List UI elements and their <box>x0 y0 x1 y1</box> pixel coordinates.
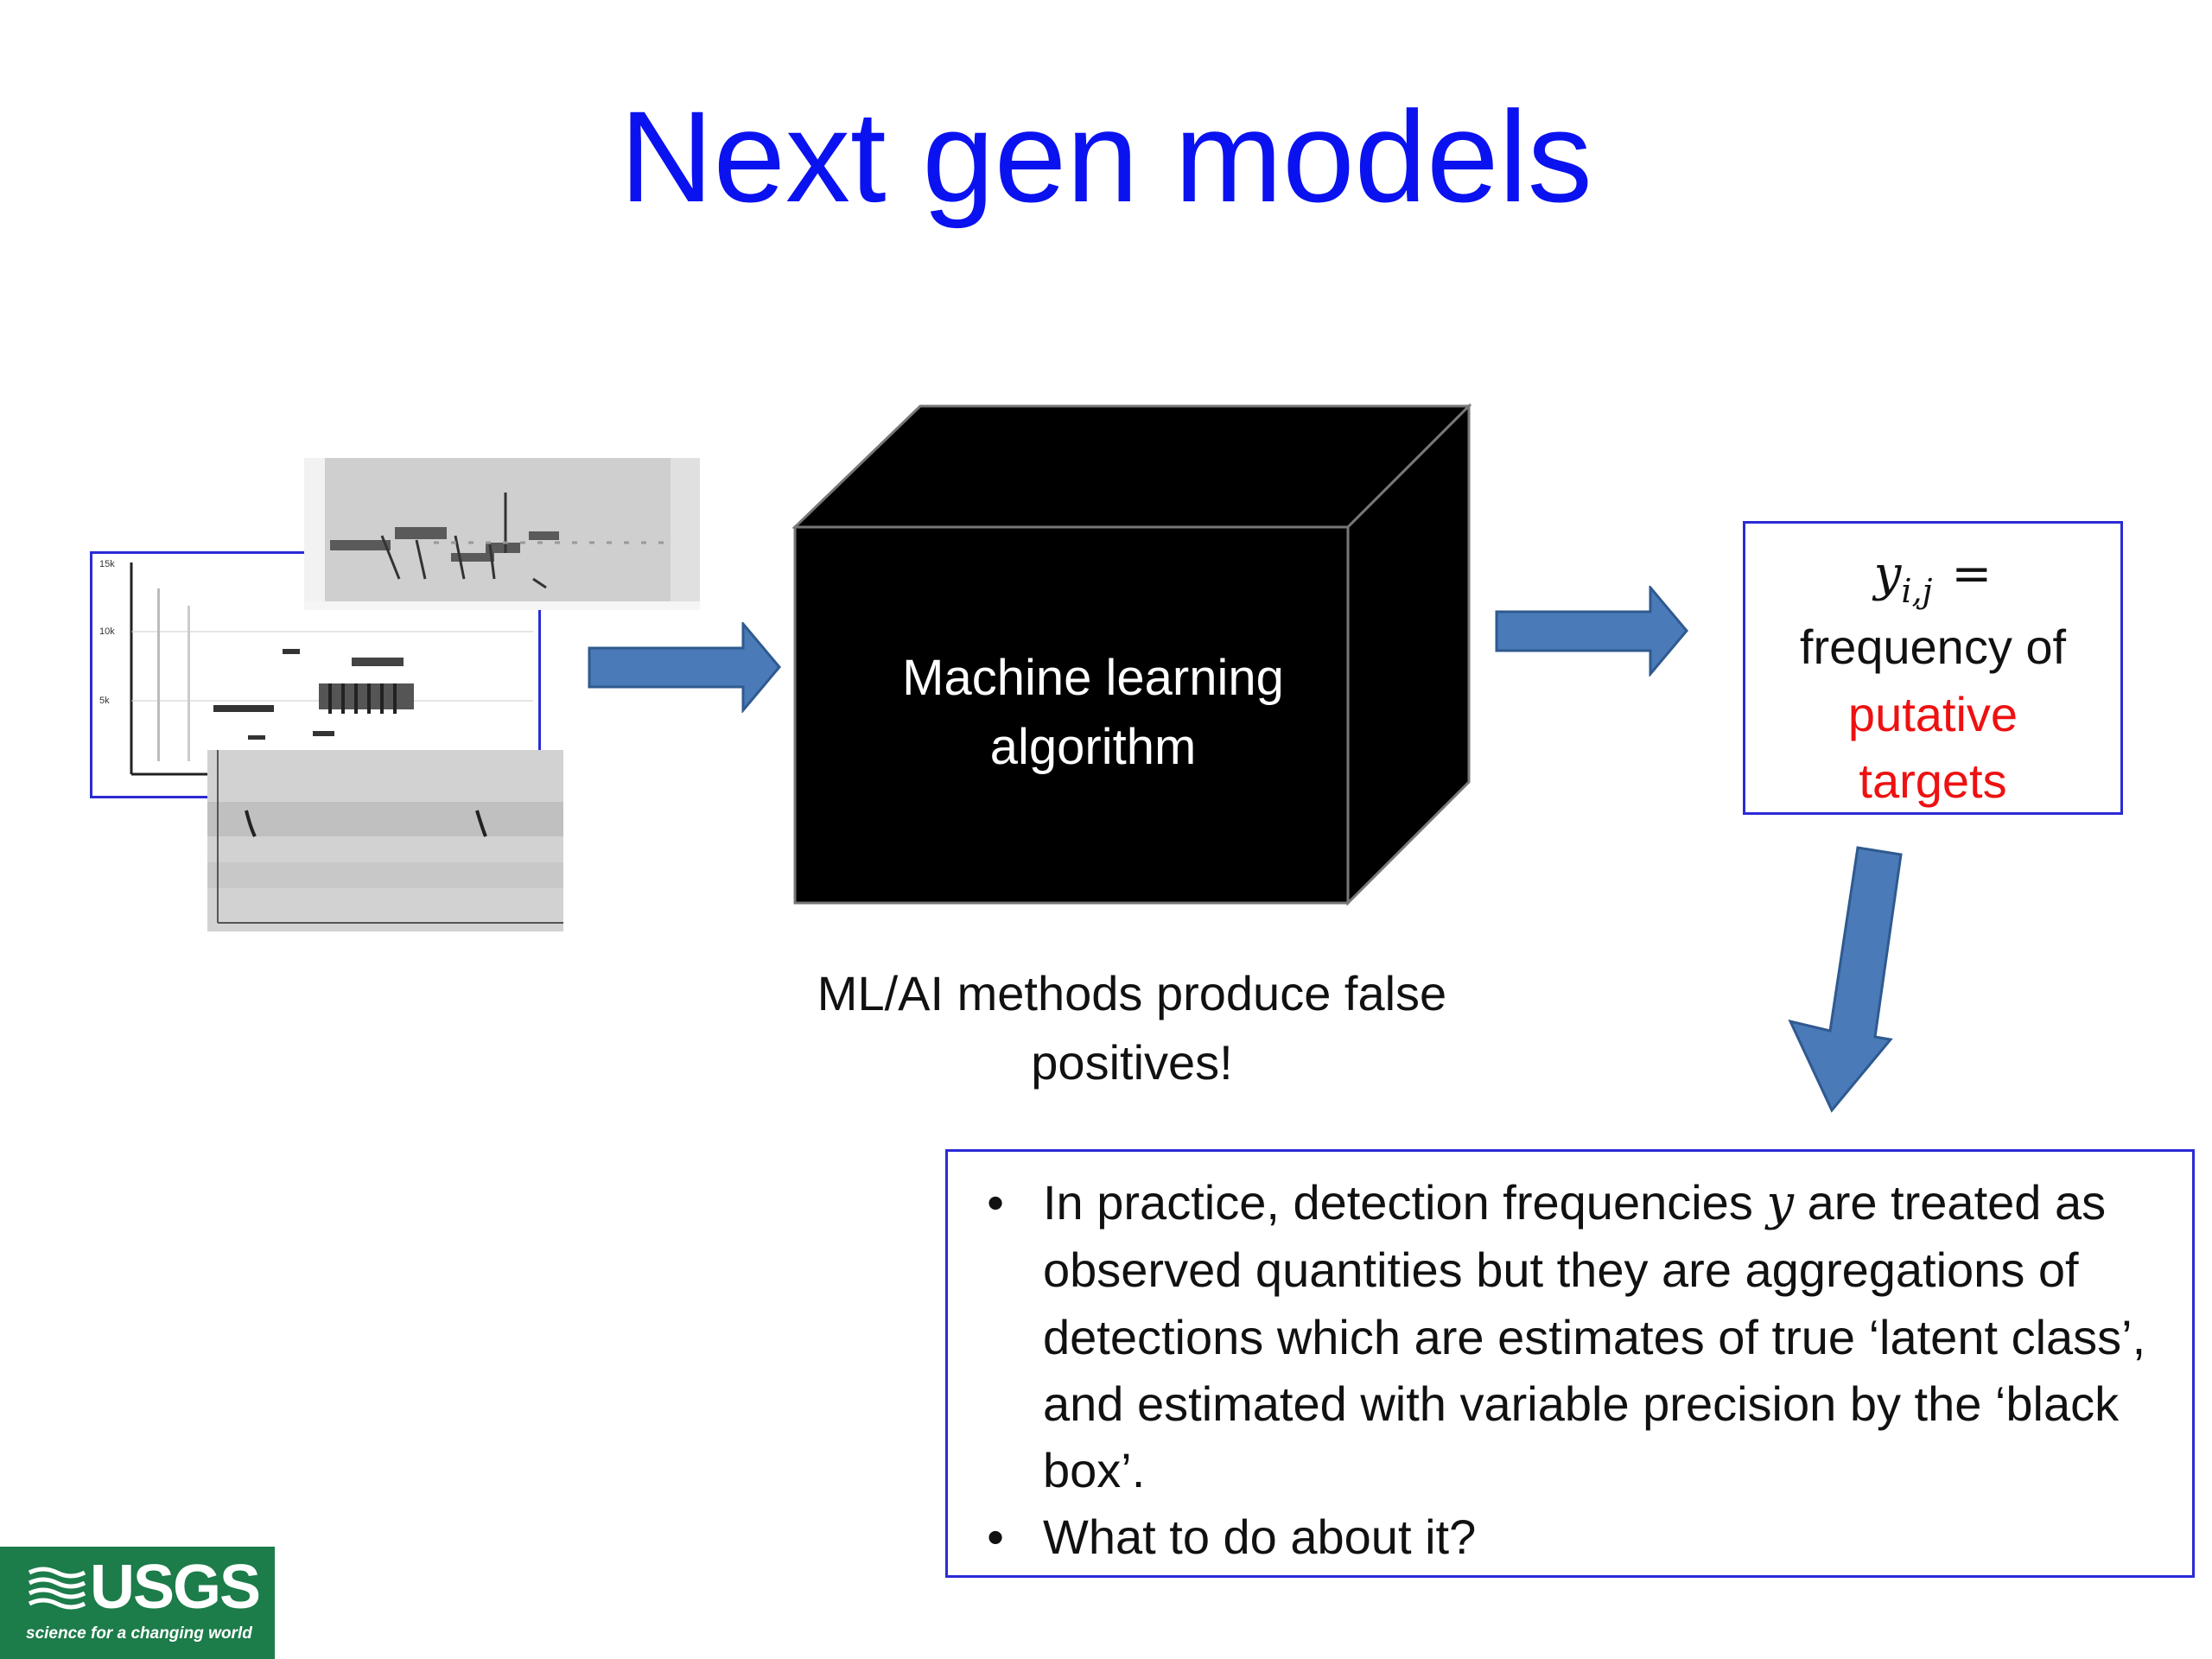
black-box-label: Machine learning algorithm <box>902 650 1284 776</box>
math-variable: y <box>1766 1175 1795 1231</box>
bullet-text-what-to-do: What to do about it? <box>1043 1510 1477 1565</box>
output-line-frequency: frequency of <box>1799 620 2067 675</box>
black-box-cube <box>791 403 1472 906</box>
usgs-logo <box>0 1547 275 1659</box>
spectrogram-image-top <box>304 458 700 610</box>
bullet-item: • What to do about it? <box>948 1503 2175 1570</box>
arrow-right-icon <box>588 622 781 713</box>
tick-label-5k: 5k <box>99 696 110 706</box>
bullet-text-detection-frequencies: In practice, detection frequencies y are… <box>1043 1169 2175 1503</box>
arrow-down-icon <box>1788 846 1903 1113</box>
math-variable: y <box>1873 546 1902 602</box>
usgs-logo-tagline: science for a changing world <box>26 1624 252 1643</box>
bullet-dot: • <box>987 1175 1004 1230</box>
output-formula: yi,j = <box>1745 541 2120 613</box>
slide-title: Next gen models <box>620 84 1592 229</box>
output-putative-targets: putative targets <box>1847 686 2018 808</box>
usgs-logo-text: USGS <box>90 1553 261 1622</box>
math-subscript: i,j <box>1901 572 1933 610</box>
bullet-dot: • <box>987 1510 1004 1565</box>
false-positives-caption: ML/AI methods produce false positives! <box>817 966 1447 1090</box>
usgs-wave-icon <box>28 1567 86 1610</box>
notes-box: • In practice, detection frequencies y a… <box>945 1149 2195 1578</box>
output-box: yi,j = frequency of putative targets <box>1743 521 2123 815</box>
tick-label-15k: 15k <box>99 559 115 569</box>
tick-label-10k: 10k <box>99 626 115 637</box>
bullet-item: • In practice, detection frequencies y a… <box>948 1169 2175 1503</box>
spectrogram-image-bottom <box>207 750 563 931</box>
bullet-text-part: In practice, detection frequencies <box>1043 1175 1767 1230</box>
arrow-right-icon <box>1495 586 1688 677</box>
math-equals: = <box>1951 546 1993 602</box>
bullet-text-part: are treated as observed quantities but t… <box>1043 1175 2146 1498</box>
